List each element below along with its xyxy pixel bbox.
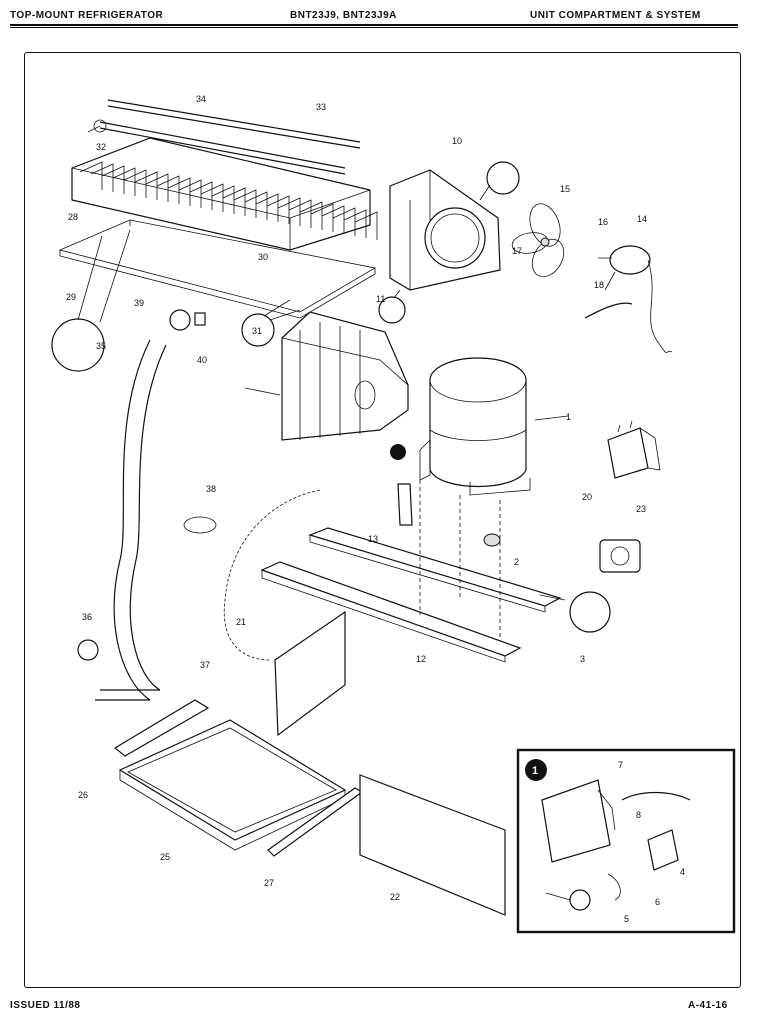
leader-lines [77,184,569,601]
fan-blade [511,203,565,278]
part-label-20: 20 [582,492,592,502]
footer-page-code: A-41-16 [688,1000,728,1011]
part-label-37: 37 [200,660,210,670]
footer-issue-date: ISSUED 11/88 [10,1000,81,1011]
part-number-labels: 1234567810111213141516171820212223252627… [66,94,685,924]
part-label-10: 10 [452,136,462,146]
start-capacitor [607,420,661,479]
part-label-14: 14 [637,214,647,224]
header-section-title: UNIT COMPARTMENT & SYSTEM [530,10,701,21]
callout-detail-39 [169,309,191,331]
callout-detail-31 [241,313,275,347]
filter-drier [397,483,413,526]
part-label-21: 21 [236,617,246,627]
part-label-36: 36 [82,612,92,622]
header-rule-top [10,24,738,26]
part-label-17: 17 [512,246,522,256]
inset-relay-overload-detail [516,748,736,934]
callout-detail-40 [194,312,206,326]
part-label-28: 28 [68,212,78,222]
header-rule-bottom [10,27,738,28]
header-left-title: TOP-MOUNT REFRIGERATOR [10,10,164,21]
part-label-7: 7 [618,760,623,770]
part-label-22: 22 [390,892,400,902]
fan-shroud [389,169,501,291]
part-label-8: 8 [636,810,641,820]
diagram-frame [24,52,741,988]
part-label-26: 26 [78,790,88,800]
part-label-35: 35 [96,341,106,351]
motor-bracket [584,302,633,319]
part-label-15: 15 [560,184,570,194]
part-label-18: 18 [594,280,604,290]
part-label-16: 16 [598,217,608,227]
part-label-12: 12 [416,654,426,664]
part-label-33: 33 [316,102,326,112]
part-label-2: 2 [514,557,519,567]
part-label-29: 29 [66,292,76,302]
header-model-numbers: BNT23J9, BNT23J9A [290,10,397,21]
drain-pan-heater [281,311,409,441]
detail-reference-marker [390,444,406,460]
part-label-4: 4 [680,867,685,877]
part-label-23: 23 [636,504,646,514]
part-label-32: 32 [96,142,106,152]
part-label-27: 27 [264,878,274,888]
part-label-5: 5 [624,914,629,924]
part-label-40: 40 [197,355,207,365]
assembly-guides [419,480,501,640]
compressor [419,357,531,496]
callout-detail-11 [378,296,406,324]
fan-motor [598,245,673,354]
part-label-11: 11 [376,294,385,304]
part-label-3: 3 [580,654,585,664]
drip-tray [118,719,347,851]
part-label-34: 34 [196,94,206,104]
condenser-coil [71,137,378,251]
callout-detail-36 [77,639,99,661]
part-label-1: 1 [566,412,571,422]
cover-panel [359,774,506,916]
wire-harness [223,489,321,661]
condenser-tubes [87,99,361,175]
part-label-31: 31 [252,326,262,336]
part-label-6: 6 [655,897,660,907]
part-label-30: 30 [258,252,268,262]
drain-tube [113,339,151,701]
part-label-25: 25 [160,852,170,862]
pan-support [113,699,210,757]
part-label-38: 38 [206,484,216,494]
mounting-rails [260,527,562,663]
defrost-timer [599,539,641,573]
callout-detail-3 [569,591,611,633]
compressor-grommet [483,533,501,547]
part-label-13: 13 [368,534,378,544]
rear-access-panel [274,610,346,737]
tubing-clamp [183,516,217,534]
callout-detail-16 [486,161,520,195]
part-label-39: 39 [134,298,144,308]
inset-marker-label: 1 [532,765,538,777]
